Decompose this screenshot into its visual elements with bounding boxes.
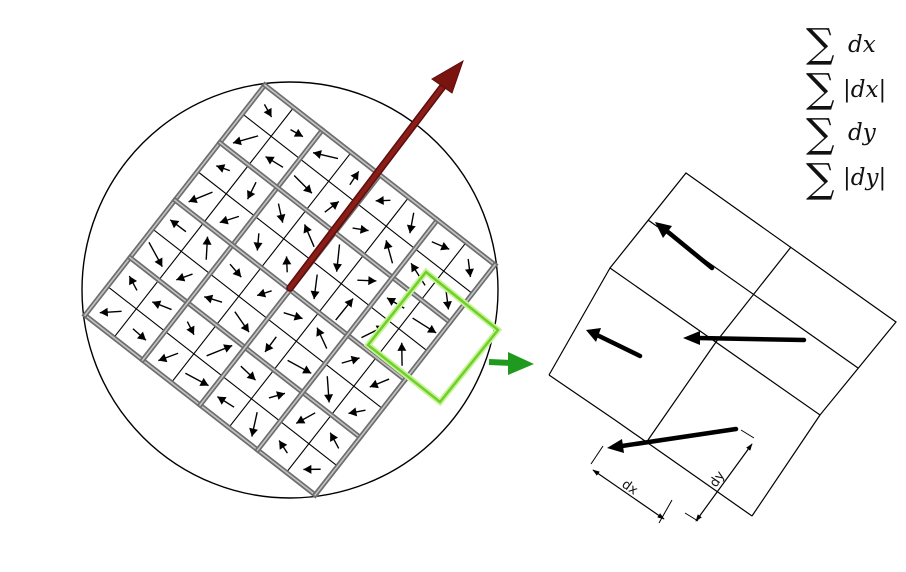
gradient-vector-head xyxy=(199,377,209,386)
gradient-vector-head xyxy=(279,440,288,450)
dx-dimension xyxy=(592,469,665,520)
gradient-vector-head xyxy=(263,107,272,118)
gradient-vector-head xyxy=(293,128,303,137)
gradient-vector-head xyxy=(99,307,109,317)
gradient-vector-head xyxy=(375,196,384,206)
gradient-vector-head xyxy=(170,219,180,229)
gradient-vector-head xyxy=(303,224,312,234)
gradient-vector-head xyxy=(302,365,312,374)
gradient-vector-head xyxy=(359,224,369,234)
gradient-vector-head xyxy=(464,268,474,277)
gradient-vector-head xyxy=(442,300,452,310)
gradient-vector-head xyxy=(176,272,186,282)
gradient-vector-head xyxy=(368,276,377,286)
gradient-vector-head xyxy=(348,407,358,417)
gradient-vector-head xyxy=(350,355,360,365)
gradient-vector-head xyxy=(247,190,256,200)
enlarged-vectors xyxy=(594,229,807,449)
orientation-arrow-icon xyxy=(286,59,464,292)
descriptor-formulas: ∑ dx ∑ |dx| ∑ dy ∑ |dy| xyxy=(806,21,886,202)
gradient-vectors xyxy=(99,104,474,474)
dx-label: dx xyxy=(619,477,641,499)
gradient-vector-head xyxy=(386,297,397,306)
gradient-vector-head xyxy=(303,184,312,194)
gradient-vector-head xyxy=(330,432,339,442)
gradient-vector-head xyxy=(202,236,212,245)
grid-thick-line-inner xyxy=(256,218,439,452)
sampling-circle xyxy=(81,81,499,499)
gradient-vector-head xyxy=(329,201,339,210)
gradient-vector-head xyxy=(186,325,195,335)
enlarged-subregion: dx dy xyxy=(548,172,897,524)
output-arrow-icon xyxy=(488,352,534,375)
gradient-vector-head xyxy=(240,322,249,333)
dy-dimension xyxy=(695,443,753,522)
gradient-vector-head xyxy=(313,150,322,159)
gradient-vector-head xyxy=(136,331,146,341)
gradient-vector-head xyxy=(369,379,379,389)
gradient-vector-head xyxy=(257,288,267,298)
gradient-vector-head xyxy=(426,324,437,333)
gradient-vector-head xyxy=(310,290,320,300)
gradient-vector-head xyxy=(293,311,303,321)
gradient-vector-head xyxy=(316,327,325,337)
highlight-square-outline xyxy=(366,270,500,404)
gradient-vector-head xyxy=(406,224,416,234)
gradient-vector-head xyxy=(232,268,242,278)
gradient-vector-head xyxy=(246,371,256,381)
gradient-vector-head xyxy=(249,427,258,437)
gradient-vector-head xyxy=(333,263,342,272)
gradient-vector-head xyxy=(152,300,162,310)
gradient-vector-head xyxy=(154,257,163,267)
gradient-vector-head xyxy=(276,213,286,223)
gradient-vector-head xyxy=(265,156,275,165)
gradient-vector-head xyxy=(129,276,138,286)
gradient-vector-head xyxy=(411,263,420,273)
gradient-vector-head xyxy=(253,242,263,251)
gradient-vector-head xyxy=(276,391,285,400)
gradient-vector-head xyxy=(440,241,450,251)
gradient-vector-head xyxy=(219,215,229,225)
formula-sum-dx: dx xyxy=(848,32,876,58)
gradient-vector-head xyxy=(265,342,274,352)
gradient-vector-head xyxy=(217,396,227,405)
gradient-vector-head xyxy=(296,415,306,424)
sigma-2: ∑ xyxy=(806,66,835,112)
gradient-vector-head xyxy=(158,353,168,363)
formula-sum-abs-dx: |dx| xyxy=(843,77,886,103)
highlight-square xyxy=(363,267,503,407)
gradient-vector-head xyxy=(223,344,233,353)
sigma-3: ∑ xyxy=(806,111,835,157)
gradient-vector-head xyxy=(344,298,354,308)
gradient-vector-head xyxy=(204,294,214,304)
formula-sum-dy: dy xyxy=(848,120,877,146)
gradient-vector-head xyxy=(383,240,393,250)
gradient-vector-head xyxy=(232,136,242,146)
sigma-4: ∑ xyxy=(806,156,835,202)
gradient-vector-head xyxy=(188,194,198,203)
sigma-1: ∑ xyxy=(806,21,835,67)
gradient-vector-head xyxy=(350,171,359,181)
formula-sum-abs-dy: |dy| xyxy=(843,165,886,191)
gradient-vector-head xyxy=(324,394,334,403)
gradient-vector-head xyxy=(303,464,312,474)
gradient-vector-head xyxy=(397,342,407,351)
gradient-vector-head xyxy=(216,164,226,173)
gradient-vector-head xyxy=(282,256,292,265)
